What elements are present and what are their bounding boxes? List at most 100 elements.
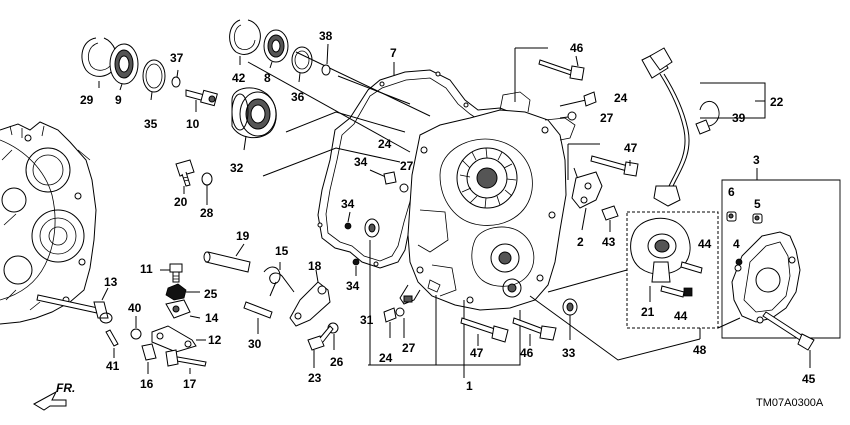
callout-31: 31	[360, 313, 374, 327]
callout-42: 42	[232, 71, 246, 85]
part-38-washer	[321, 43, 331, 76]
callout-24b: 24	[379, 351, 393, 365]
part-22-harness	[641, 47, 720, 207]
callout-33: 33	[562, 346, 576, 360]
front-direction-arrow-icon	[32, 390, 67, 411]
callout-6: 6	[728, 185, 735, 199]
callout-44b: 44	[674, 309, 688, 323]
callout-5: 5	[754, 197, 761, 211]
part-33-seal	[562, 298, 578, 340]
part-19-shaft	[203, 243, 251, 273]
part-37-washer	[171, 69, 181, 88]
callout-4: 4	[733, 237, 740, 251]
part-11-bolt	[160, 263, 183, 283]
part-20-plug-bolt	[175, 159, 195, 194]
callout-39: 39	[732, 111, 746, 125]
callout-24c: 24	[614, 91, 628, 105]
callout-34a: 34	[354, 155, 368, 169]
callout-29: 29	[80, 93, 94, 107]
part-35-o-ring	[142, 59, 166, 101]
callout-16: 16	[140, 377, 154, 391]
callout-43: 43	[602, 235, 616, 249]
callout-21: 21	[641, 305, 655, 319]
callout-36: 36	[291, 90, 305, 104]
part-9-oil-seal	[109, 43, 139, 91]
callout-22: 22	[770, 95, 784, 109]
part-30-pin	[243, 301, 273, 334]
part-14-detent	[165, 299, 201, 319]
part-4-pin	[735, 258, 743, 266]
callout-11: 11	[140, 262, 153, 276]
part-18-lever	[289, 269, 331, 327]
callout-12: 12	[208, 333, 222, 347]
transmission-housing	[0, 121, 97, 325]
part-46-bolt-lower	[512, 317, 557, 346]
part-47-bolt-right	[590, 155, 639, 177]
part-47-bolt-lower	[460, 317, 509, 346]
callout-27c: 27	[600, 111, 614, 125]
callout-25: 25	[204, 287, 218, 301]
callout-1: 1	[466, 379, 473, 393]
part-24-bolts	[383, 91, 597, 338]
part-36-o-ring	[291, 46, 313, 83]
leader-lines	[247, 47, 841, 378]
callout-47b: 47	[470, 346, 484, 360]
part-42-snap-ring	[229, 19, 261, 65]
callout-44a: 44	[698, 237, 712, 251]
callout-17: 17	[183, 377, 197, 391]
part-40-washer	[130, 316, 142, 340]
callout-3: 3	[753, 153, 760, 167]
part-5-washer	[752, 213, 763, 224]
callout-38: 38	[319, 29, 333, 43]
part-32-bearing	[231, 87, 277, 151]
part-27-washers	[395, 111, 577, 338]
callout-35: 35	[144, 117, 158, 131]
callout-45: 45	[802, 372, 816, 386]
part-45-bolt	[762, 311, 815, 368]
part-15-spring	[263, 262, 295, 297]
callout-13: 13	[104, 275, 118, 289]
callout-19: 19	[236, 229, 250, 243]
part-25-nut	[165, 283, 200, 301]
callout-32: 32	[230, 161, 244, 175]
part-21-sensor	[630, 217, 691, 302]
callout-24a: 24	[378, 137, 392, 151]
callout-15: 15	[275, 244, 289, 258]
part-16-pin	[141, 343, 157, 374]
part-6-washer	[726, 211, 737, 222]
callout-34b: 34	[341, 197, 355, 211]
callout-18: 18	[308, 259, 322, 273]
part-3-cover	[731, 231, 801, 324]
part-46-bolt-top	[538, 55, 585, 81]
callout-9: 9	[115, 93, 122, 107]
callout-27a: 27	[400, 159, 414, 173]
callout-30: 30	[248, 337, 262, 351]
callout-46a: 46	[570, 41, 584, 55]
part-43-bolt	[601, 205, 619, 232]
callout-41: 41	[106, 359, 120, 373]
part-2-bracket	[571, 171, 603, 231]
front-direction-label: FR.	[56, 381, 75, 395]
callout-48: 48	[693, 343, 707, 357]
part-23-bolt	[307, 325, 334, 368]
callout-14: 14	[205, 311, 219, 325]
part-8-oil-seal	[263, 29, 289, 69]
callout-47a: 47	[624, 141, 638, 155]
callout-46b: 46	[520, 346, 534, 360]
part-12-linkage	[151, 325, 206, 353]
callout-34c: 34	[346, 279, 360, 293]
part-17-bolt	[165, 349, 207, 374]
callout-27b: 27	[402, 341, 416, 355]
callout-28: 28	[200, 206, 214, 220]
part-41-spring-pin	[105, 329, 119, 358]
callout-7: 7	[390, 46, 397, 60]
callout-37: 37	[170, 51, 184, 65]
callout-23: 23	[308, 371, 322, 385]
part-31-seal	[364, 218, 380, 238]
callout-numbers: 1 2 3 4 5 6 7 8 9 10 11 12 13 14 15 16 1…	[80, 29, 816, 393]
callout-40: 40	[128, 301, 142, 315]
callout-26: 26	[330, 355, 344, 369]
callout-20: 20	[174, 195, 188, 209]
part-28-washer	[201, 172, 213, 205]
